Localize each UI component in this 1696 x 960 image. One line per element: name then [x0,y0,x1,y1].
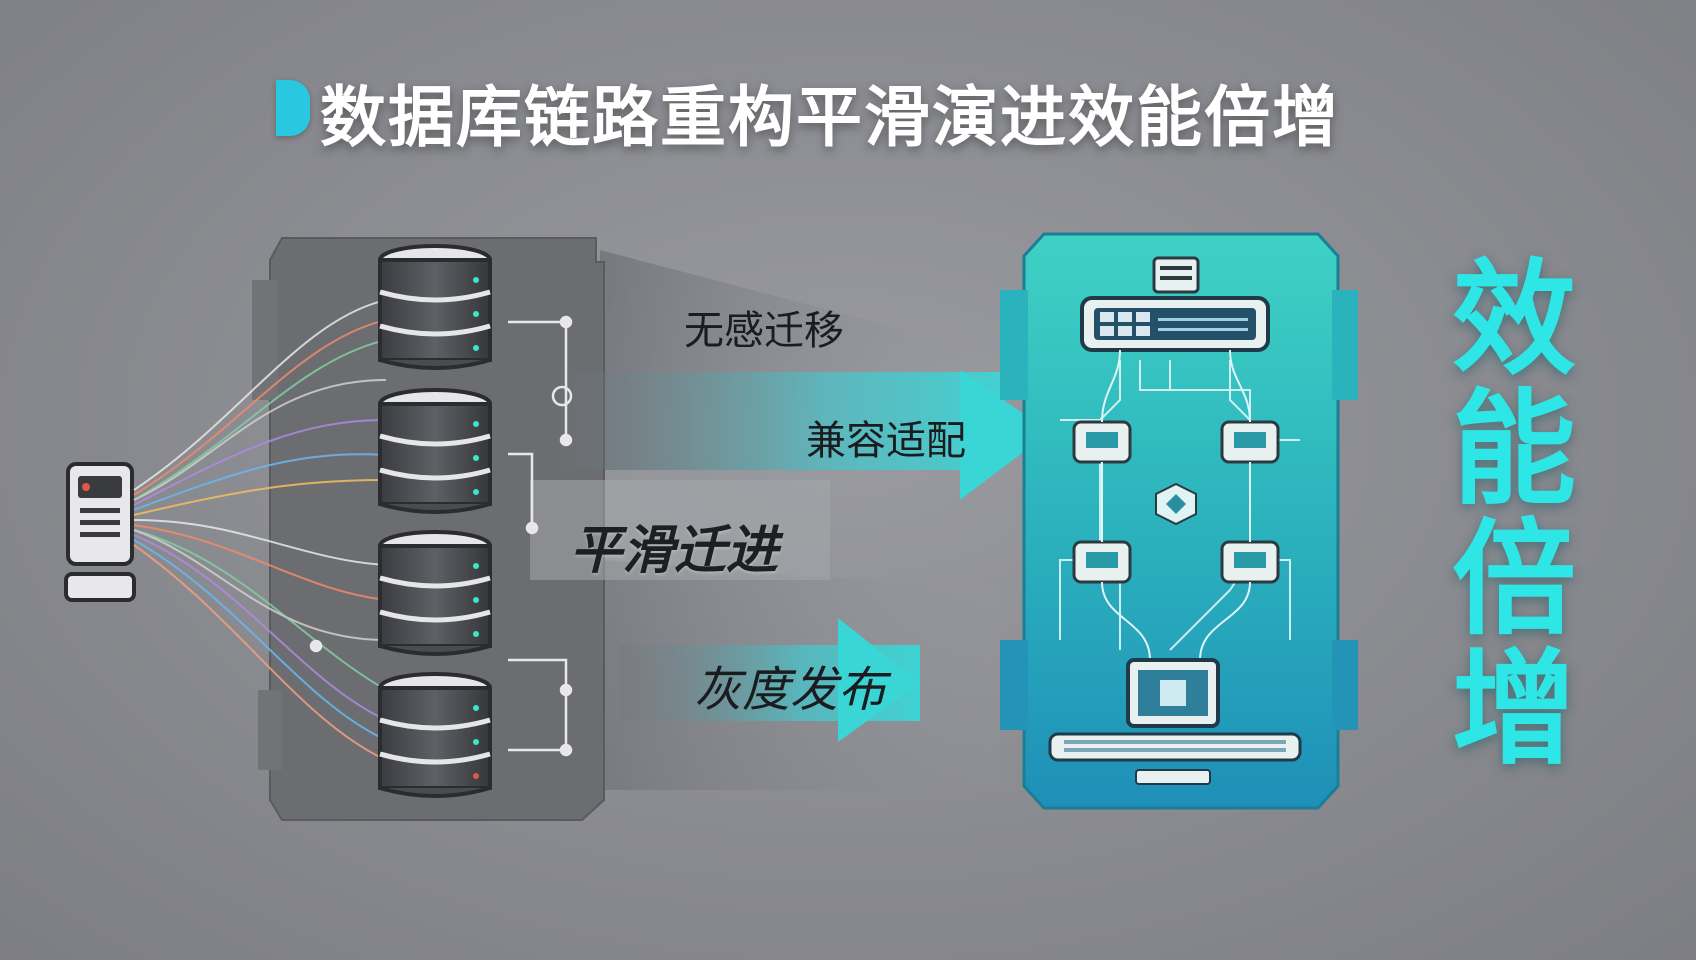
database-stack-3 [378,530,492,656]
network-switch-icon [1080,296,1270,352]
band-middle [530,480,830,580]
arrow-head-upper [960,370,1050,500]
legacy-panel [252,237,605,821]
arrow-head-lower [838,618,920,742]
database-stack-2 [378,388,492,514]
legacy-circuit-traces [309,315,573,757]
band-upper [560,372,1000,470]
database-stack-1 [378,244,492,370]
workstation-icon [1048,658,1302,785]
database-stack-4 [378,672,492,798]
label-smooth: 平滑迁进 [570,521,779,581]
node-lower-left [1072,540,1132,584]
side-char-1: 效 [1451,248,1576,392]
side-char-2: 能 [1451,378,1576,522]
top-server-icon [1152,256,1200,294]
page-title: 数据库链路重构平滑演进效能倍增 [320,79,1340,156]
network-cables [133,299,387,761]
side-char-3: 倍 [1451,508,1576,652]
client-terminal-icon [64,462,136,602]
node-lower-right [1220,540,1280,584]
label-migration: 无感迁移 [684,308,844,354]
side-slogan: 效 能 倍 增 [1444,255,1584,775]
hub-icon [1155,482,1197,526]
label-compat: 兼容适配 [806,418,966,464]
node-upper-right [1220,420,1280,464]
node-upper-left [1072,420,1132,464]
side-char-4: 增 [1451,638,1576,782]
label-gray-release: 灰度发布 [694,662,887,718]
title-accent-bar [276,80,310,136]
